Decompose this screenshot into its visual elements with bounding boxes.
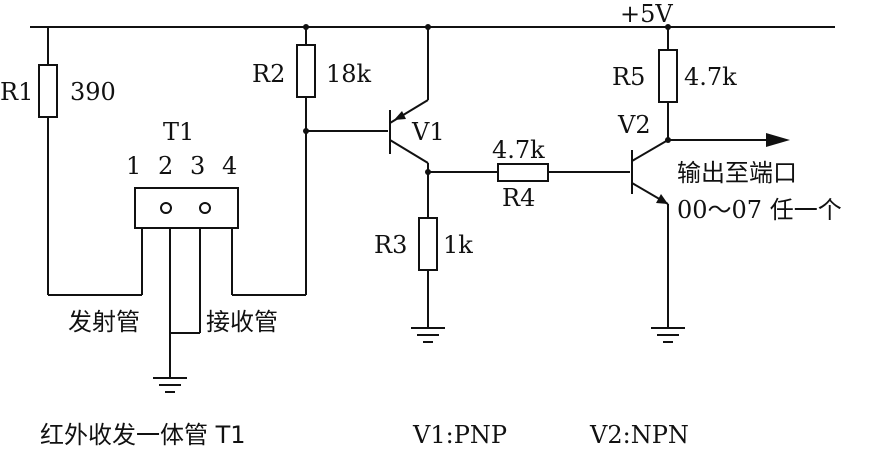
resistor-r4: [497, 163, 549, 182]
v1-name: V1: [411, 118, 445, 146]
r4-name: R4: [502, 184, 535, 212]
r3-branch: R3 1k: [374, 217, 473, 328]
sensor-body: [134, 187, 239, 229]
r4-value: 4.7k: [492, 136, 545, 164]
legend-v2-type: V2:NPN: [589, 421, 689, 449]
output-line-2: 00～07 任一个: [677, 196, 842, 224]
resistor-r5: [658, 49, 678, 103]
r5-value: 4.7k: [684, 63, 737, 91]
r1-value: 390: [70, 78, 116, 106]
sensor-pin-3: 3: [190, 152, 205, 180]
sensor-pin-2: 2: [158, 152, 173, 180]
receiver-label: 接收管: [206, 308, 278, 336]
sensor-window-left: [160, 202, 172, 214]
sensor-name: T1: [163, 118, 194, 146]
sensor-pin-4: 4: [222, 152, 237, 180]
ground-symbol-r3: [411, 327, 445, 343]
r2-name: R2: [252, 60, 285, 88]
v2-emitter-arrow: [656, 194, 668, 204]
sensor-t1: T1 1 2 3 4 发射管 接收管: [68, 118, 278, 378]
r2-branch: R2 18k: [231, 24, 388, 296]
r5-name: R5: [612, 63, 645, 91]
ground-symbol-t1: [153, 377, 187, 393]
legend: 红外收发一体管 T1 V1:PNP V2:NPN: [40, 421, 689, 449]
v1-collector: [389, 139, 429, 164]
transistor-v2: V2: [617, 111, 671, 328]
emitter-label: 发射管: [68, 308, 140, 336]
sensor-pin-1: 1: [126, 152, 141, 180]
legend-v1-type: V1:PNP: [412, 421, 507, 449]
v2-name: V2: [617, 111, 651, 139]
r1-name: R1: [0, 78, 33, 106]
output-line: 输出至端口 00～07 任一个: [668, 133, 842, 224]
output-line-1: 输出至端口: [677, 159, 797, 187]
supply-label: +5V: [620, 0, 673, 28]
r4-branch: 4.7k R4: [428, 136, 630, 212]
resistor-r2: [296, 44, 316, 98]
resistor-r3: [418, 217, 438, 271]
ground-symbol-v2: [651, 327, 685, 343]
r3-value: 1k: [443, 231, 473, 259]
resistor-r1: [38, 64, 58, 118]
v2-collector: [631, 139, 669, 162]
r3-name: R3: [374, 231, 407, 259]
transistor-v1: V1: [389, 24, 445, 218]
legend-t1-note: 红外收发一体管 T1: [40, 421, 246, 449]
r1-branch: R1 390: [0, 27, 143, 296]
output-arrow: [766, 133, 790, 147]
supply-rail: +5V: [30, 0, 835, 28]
r2-value: 18k: [326, 60, 372, 88]
sensor-window-right: [199, 202, 211, 214]
r5-branch: R5 4.7k: [612, 24, 737, 140]
v1-emitter-arrow: [394, 111, 406, 120]
